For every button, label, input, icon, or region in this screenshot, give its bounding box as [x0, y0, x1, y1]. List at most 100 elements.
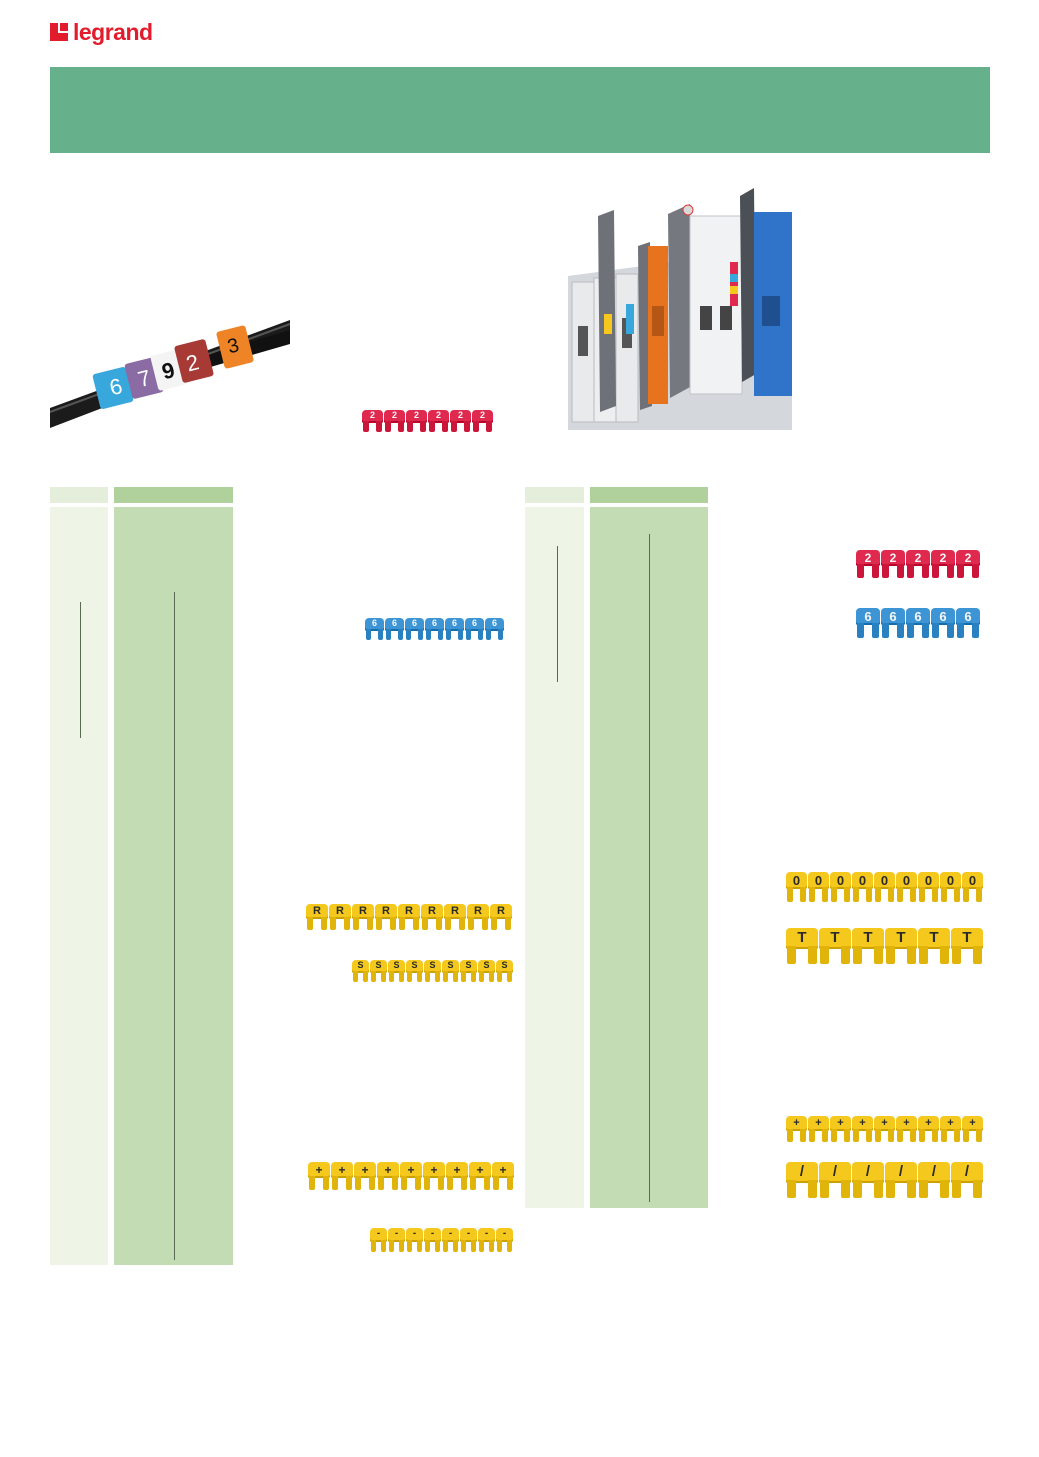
wire-marker-symbol: / — [964, 1163, 970, 1180]
wire-marker-symbol: + — [430, 1163, 438, 1177]
wire-marker: - — [496, 1228, 513, 1252]
wire-marker-symbol: 6 — [939, 609, 947, 624]
wire-marker-symbol: 0 — [836, 873, 845, 888]
wire-marker: 2 — [406, 410, 427, 432]
svg-text:2: 2 — [184, 349, 202, 376]
wire-marker: R — [352, 904, 374, 930]
wire-marker: + — [962, 1116, 983, 1142]
brand-name: legrand — [73, 19, 153, 45]
wire-marker-symbol: 2 — [413, 410, 419, 420]
wire-marker-symbol: 2 — [435, 410, 441, 420]
wire-marker-symbol: R — [359, 905, 367, 917]
wire-marker-symbol: 6 — [371, 618, 377, 628]
wire-marker-symbol: R — [428, 905, 436, 917]
wire-marker: + — [786, 1116, 807, 1142]
wire-marker-symbol: + — [859, 1117, 866, 1129]
wire-marker: + — [469, 1162, 491, 1190]
marker-strip: ////// — [786, 1162, 984, 1198]
wire-marker: T — [786, 928, 818, 964]
wire-marker-symbol: 2 — [457, 410, 463, 420]
wire-marker: + — [354, 1162, 376, 1190]
wire-marker: 6 — [485, 618, 504, 640]
wire-marker-symbol: R — [405, 905, 413, 917]
wire-marker-symbol: + — [453, 1163, 461, 1177]
wire-marker-symbol: 2 — [939, 551, 947, 565]
wire-marker-symbol: 6 — [914, 609, 922, 624]
wire-marker: R — [467, 904, 489, 930]
marker-strip: 6 6 6 6 6 — [856, 608, 981, 638]
wire-marker: 2 — [881, 550, 905, 578]
wire-marker-symbol: + — [361, 1163, 369, 1177]
wire-marker-symbol: R — [336, 905, 344, 917]
wire-marker-symbol: 6 — [964, 609, 972, 624]
wire-marker: 6 — [881, 608, 905, 638]
wire-marker-symbol: 0 — [968, 873, 977, 888]
wire-marker: R — [398, 904, 420, 930]
wire-marker-symbol: S — [393, 960, 400, 970]
wire-marker-symbol: 0 — [924, 873, 933, 888]
wire-marker: 6 — [425, 618, 444, 640]
wire-marker-symbol: S — [429, 960, 436, 970]
wire-marker: 6 — [956, 608, 980, 638]
wire-marker-symbol: - — [484, 1228, 489, 1239]
marker-strip: +++++++++ — [786, 1116, 984, 1142]
svg-text:6: 6 — [107, 373, 125, 400]
wire-marker: / — [885, 1162, 917, 1198]
wire-marker-symbol: + — [903, 1117, 910, 1129]
wire-marker: S — [478, 960, 495, 982]
wire-marker: / — [918, 1162, 950, 1198]
wire-marker: + — [852, 1116, 873, 1142]
wire-marker-symbol: + — [338, 1163, 346, 1177]
svg-text:3: 3 — [225, 334, 241, 358]
wire-marker: 2 — [906, 550, 930, 578]
wire-marker: 2 — [384, 410, 405, 432]
wire-marker: / — [786, 1162, 818, 1198]
wire-marker-symbol: 2 — [964, 551, 972, 565]
wire-marker-symbol: - — [430, 1228, 435, 1239]
wire-marker: + — [492, 1162, 514, 1190]
marker-strip: -------- — [370, 1228, 514, 1252]
wire-marker: T — [951, 928, 983, 964]
wire-marker-symbol: 0 — [858, 873, 867, 888]
wire-marker-symbol: 0 — [792, 873, 801, 888]
wire-marker-symbol: 6 — [431, 618, 437, 628]
wire-marker-symbol: - — [466, 1228, 471, 1239]
cable-marker-6: 6 — [92, 367, 134, 409]
wire-marker-symbol: + — [315, 1163, 323, 1177]
wire-marker-symbol: + — [969, 1117, 976, 1129]
wire-marker: T — [918, 928, 950, 964]
wire-marker: T — [819, 928, 851, 964]
wire-marker: 0 — [786, 872, 807, 902]
wire-marker-symbol: S — [375, 960, 382, 970]
wire-marker: 0 — [874, 872, 895, 902]
svg-text:9: 9 — [159, 357, 177, 384]
terminal-block-photo — [568, 186, 792, 430]
wire-marker: R — [444, 904, 466, 930]
wire-marker-symbol: 6 — [391, 618, 397, 628]
wire-marker-symbol: 6 — [864, 609, 872, 624]
wire-marker: + — [308, 1162, 330, 1190]
wire-marker: S — [352, 960, 369, 982]
wire-marker-symbol: + — [384, 1163, 392, 1177]
wire-marker: 2 — [931, 550, 955, 578]
wire-marker: 2 — [362, 410, 383, 432]
left-table-col1 — [50, 507, 108, 1265]
wire-marker-symbol: T — [797, 929, 807, 946]
wire-marker: R — [375, 904, 397, 930]
wire-marker: S — [460, 960, 477, 982]
wire-marker-symbol: + — [881, 1117, 888, 1129]
wire-marker-symbol: 2 — [864, 551, 872, 565]
wire-marker-symbol: 6 — [889, 609, 897, 624]
wire-marker: + — [400, 1162, 422, 1190]
wire-marker-symbol: S — [357, 960, 364, 970]
marker-strip: + + + + + + + + + — [308, 1162, 515, 1190]
wire-marker: 6 — [405, 618, 424, 640]
wire-marker: - — [478, 1228, 495, 1252]
wire-marker-symbol: + — [499, 1163, 507, 1177]
wire-marker: 0 — [940, 872, 961, 902]
wire-marker-symbol: / — [898, 1163, 904, 1180]
wire-marker: / — [951, 1162, 983, 1198]
